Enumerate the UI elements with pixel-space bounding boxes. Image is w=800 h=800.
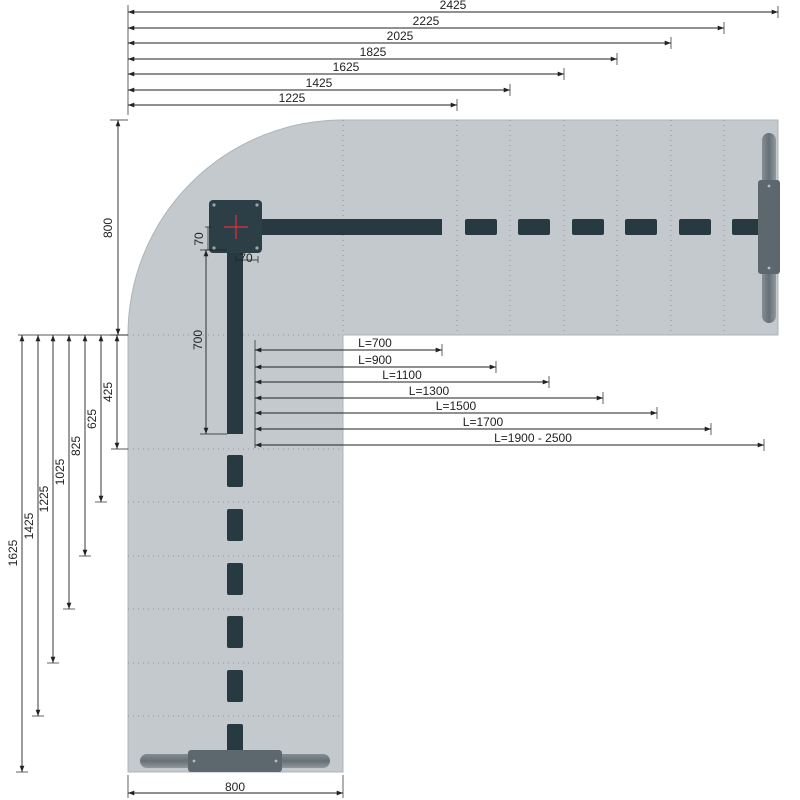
t-foot-icon <box>140 750 330 772</box>
leg-length-label: 700 <box>191 330 205 350</box>
depth-dimension-top: 800 <box>101 119 128 336</box>
dim-label: 2225 <box>413 14 440 28</box>
dim-label: 1225 <box>279 91 306 105</box>
beam-length-label: L=1500 <box>436 399 477 413</box>
offset-dimension-70-b: 70 <box>235 251 259 265</box>
dim-label: 1625 <box>6 539 20 566</box>
left-dimension-lines <box>16 335 128 773</box>
dim-label: 1625 <box>333 60 360 74</box>
panel-grid-lines <box>128 120 725 717</box>
beam-length-dimensions <box>255 344 765 451</box>
depth-label-bottom: 800 <box>225 780 245 794</box>
beam-length-label: L=1100 <box>382 368 422 382</box>
dim-label: 1825 <box>360 45 387 59</box>
offset-label-b: 70 <box>239 251 253 265</box>
depth-dimension-bottom: 800 <box>127 775 344 798</box>
beam-length-labels: L=700 L=900 L=1100 L=1300 L=1500 L=1700 … <box>358 336 572 445</box>
offset-label: 70 <box>192 232 206 246</box>
left-dimension-labels: 1625 1425 1225 1025 825 625 425 <box>6 382 115 567</box>
crosshair-icon <box>224 215 248 239</box>
depth-label: 800 <box>101 218 115 238</box>
dim-label: 1425 <box>22 512 36 539</box>
dim-label: 2025 <box>387 29 414 43</box>
dim-label: 2425 <box>440 0 467 12</box>
horizontal-frame-beam <box>258 219 764 235</box>
beam-length-label: L=700 <box>358 336 392 350</box>
beam-length-label: L=1900 - 2500 <box>494 431 572 445</box>
offset-dimension-70: 70 <box>192 226 212 251</box>
t-foot-icon <box>758 133 780 323</box>
vertical-frame-beam <box>227 250 243 756</box>
dim-label: 425 <box>101 382 115 402</box>
top-dimension-lines <box>128 6 779 111</box>
dim-label: 1025 <box>53 458 67 485</box>
leg-length-dimension: 700 <box>191 249 227 435</box>
beam-length-label: L=900 <box>358 353 392 367</box>
beam-length-label: L=1300 <box>409 384 450 398</box>
dim-label: 1225 <box>37 485 51 512</box>
dim-label: 825 <box>69 436 83 456</box>
top-dimension-labels: 2425 2225 2025 1825 1625 1425 1225 <box>279 0 467 105</box>
beam-length-label: L=1700 <box>463 415 504 429</box>
dim-label: 1425 <box>306 76 333 90</box>
dim-label: 625 <box>85 409 99 429</box>
